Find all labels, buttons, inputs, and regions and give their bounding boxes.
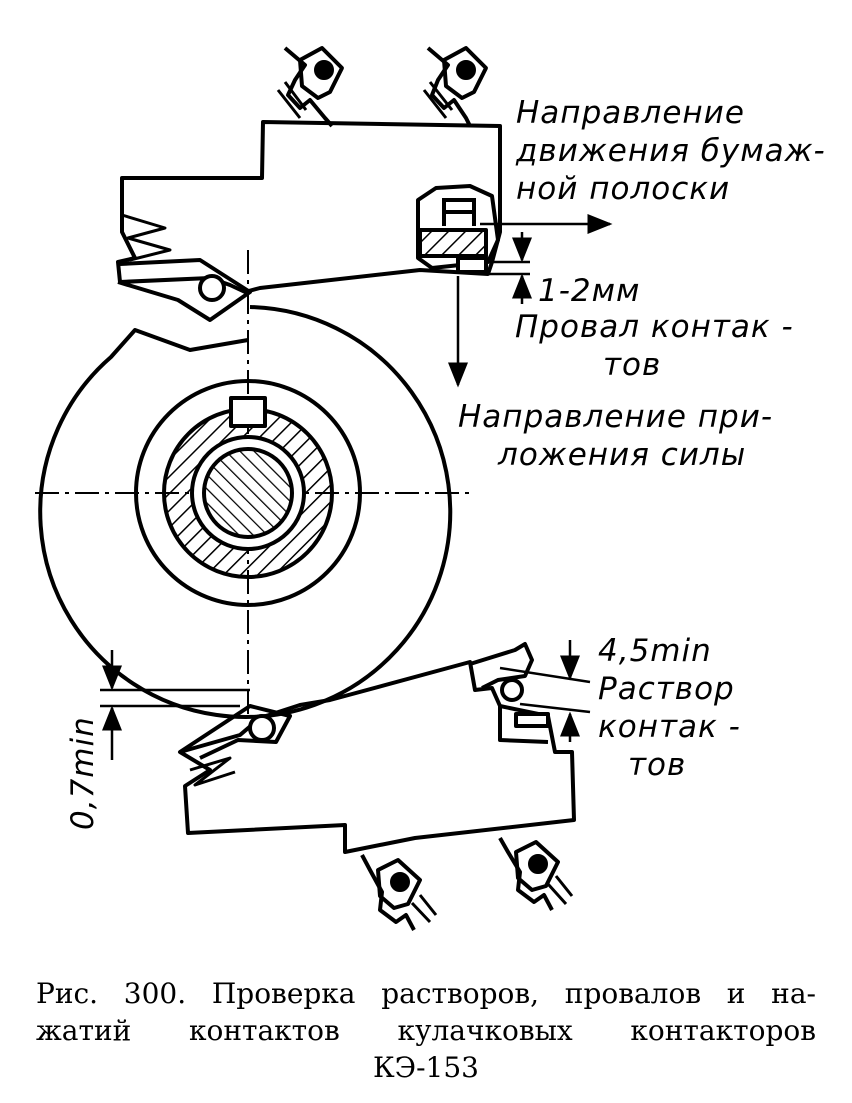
opening-ext-bottom [519,702,591,714]
caption-line-1: Рис. 300. Проверка растворов, провалов и… [36,977,816,1010]
upper-roller [198,274,226,302]
lower-body-notch [498,706,549,744]
lower-spring [189,756,236,787]
upper-roller-lever [117,258,252,322]
upper-moving-contact [418,228,488,258]
lower-roller [248,714,276,742]
lower-terminal-left [360,854,438,931]
opening-value-label: 4,5min [598,633,712,669]
upper-terminal-right [422,46,488,127]
lower-contact-pivot [500,678,524,702]
lower-contact-arm [469,642,534,690]
force-direction-label: Направление при- ложения силы [458,399,774,473]
lower-contact-tip [514,712,550,728]
lower-terminal-right [498,837,574,911]
upper-fixed-contact [456,256,488,274]
cam-hub-ring [134,379,362,607]
shaft-key [229,396,267,428]
caption-line-2: жатий контактов кулачковых контакторов [36,1014,816,1047]
gap-value-label: 1-2мм [538,273,641,309]
cam-disc [38,305,453,719]
caption-line-3: КЭ-153 [373,1051,479,1084]
shaft-core [202,447,294,539]
upper-terminal-left [276,46,344,128]
figure-caption: Рис. 300. Проверка растворов, провалов и… [0,975,852,1086]
lower-roller-lever [178,704,292,760]
upper-contact-housing [416,184,500,270]
lower-gap-label: 0,7min [65,716,101,830]
upper-spring [121,213,172,262]
contact-dip-label: Провал контак - тов [515,309,794,383]
upper-contact-screw [442,198,476,226]
contact-opening-label: Раствор контак - тов [598,671,741,783]
cam-contactor-drawing [35,46,613,931]
paper-direction-label: Направление движения бумаж- ной полоски [516,95,826,207]
